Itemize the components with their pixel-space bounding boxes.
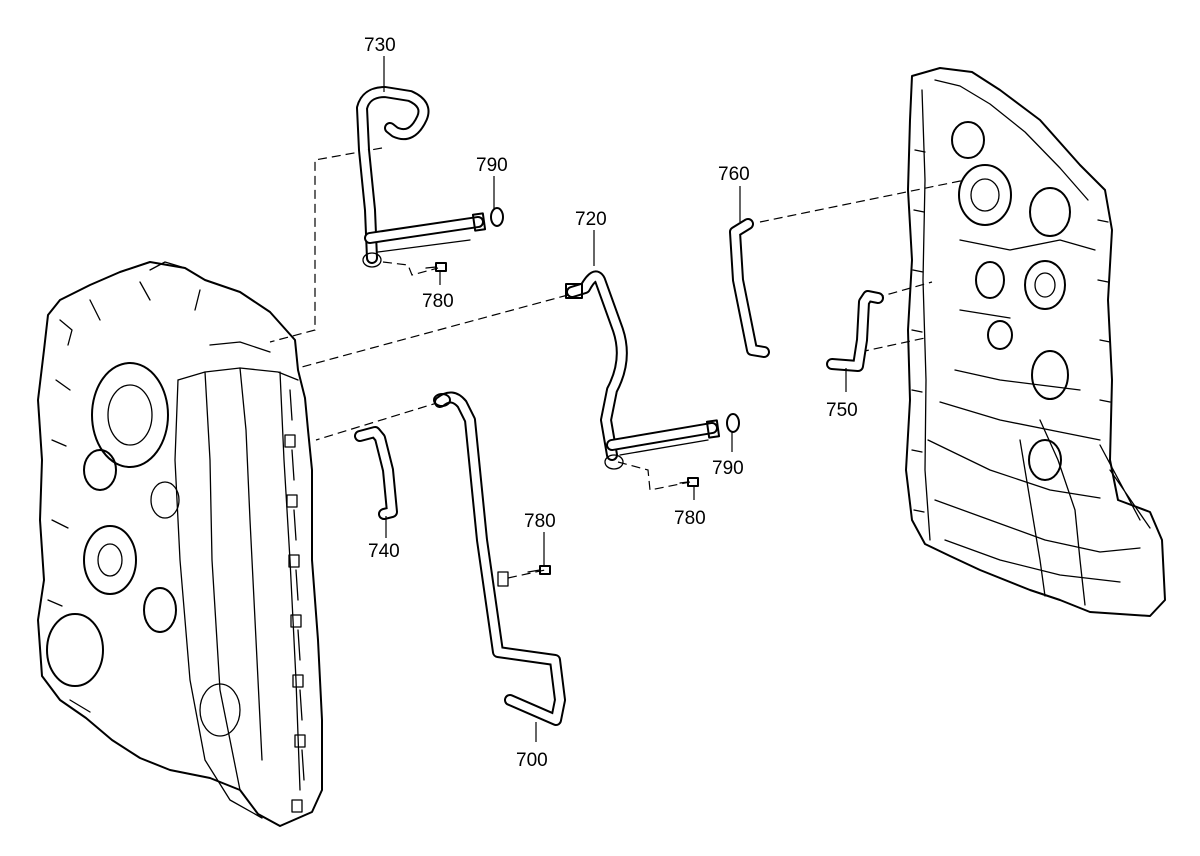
callout-780-middle: 780 <box>524 511 556 532</box>
o-ring-790-lower <box>726 413 740 433</box>
callout-740: 740 <box>368 541 400 562</box>
bolt-780-lower <box>679 477 699 487</box>
oil-pipe-750 <box>826 290 884 372</box>
leader-lines <box>383 56 847 742</box>
bolt-780-upper <box>425 262 447 272</box>
callout-750: 750 <box>826 400 858 421</box>
callout-720: 720 <box>575 209 607 230</box>
oil-pipe-700 <box>433 391 566 726</box>
oil-pipe-740 <box>354 426 398 520</box>
oil-pipe-730 <box>356 86 487 268</box>
assembly-guide-lines <box>269 147 966 579</box>
bolt-780-middle <box>527 565 551 575</box>
left-transmission-housing <box>37 261 323 827</box>
callout-790-lower: 790 <box>712 458 744 479</box>
callout-790-upper: 790 <box>476 155 508 176</box>
oil-pipe-720 <box>565 270 721 470</box>
o-ring-790-upper <box>490 207 504 227</box>
oil-pipe-760 <box>729 218 770 358</box>
callout-760: 760 <box>718 164 750 185</box>
callout-780-lower: 780 <box>674 508 706 529</box>
callout-700: 700 <box>516 750 548 771</box>
right-housing-cover <box>905 67 1166 617</box>
callout-780-upper: 780 <box>422 291 454 312</box>
callout-730: 730 <box>364 35 396 56</box>
